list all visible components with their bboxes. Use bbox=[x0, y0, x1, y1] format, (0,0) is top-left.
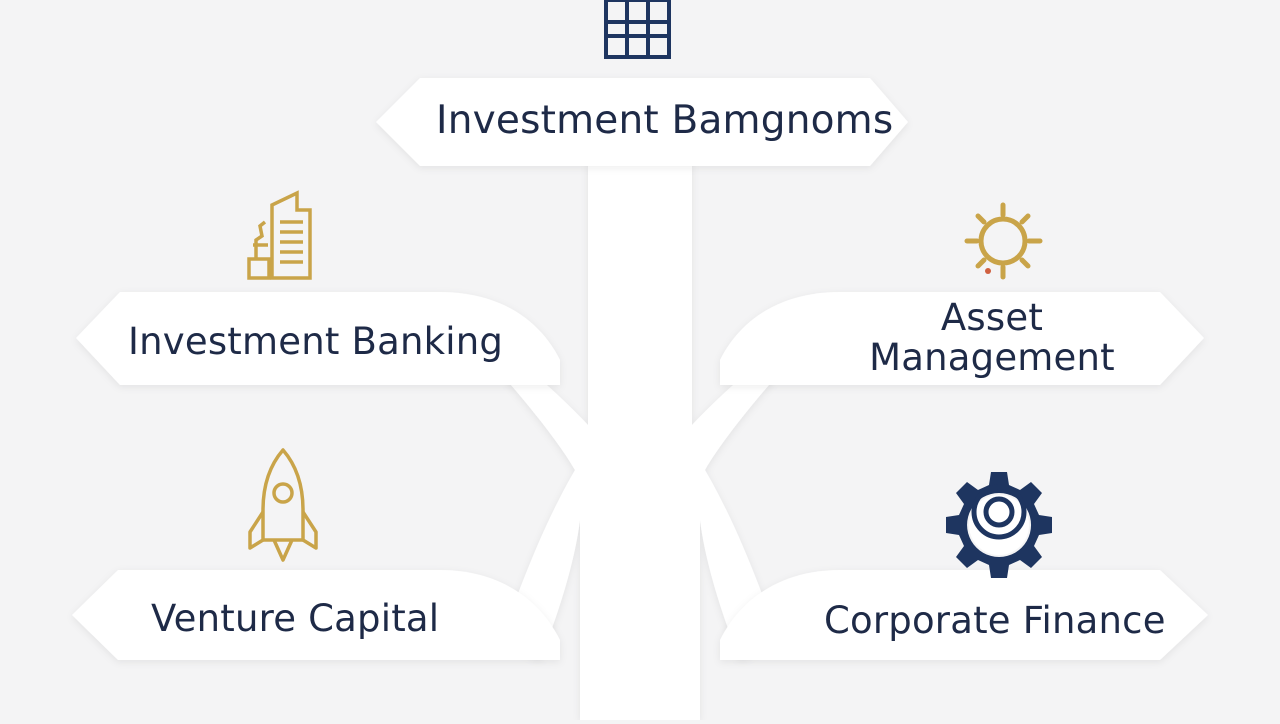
venture-capital-panel bbox=[72, 570, 560, 660]
sun-gear-accent-dot bbox=[985, 268, 991, 274]
corporate-finance-panel bbox=[720, 570, 1208, 660]
tree-connectors bbox=[460, 160, 820, 720]
gear-icon bbox=[946, 472, 1052, 578]
asset-management-label: Asset Management bbox=[869, 296, 1115, 379]
building-grid-icon bbox=[604, 0, 671, 59]
root-node-panel bbox=[376, 78, 908, 166]
sun-gear-icon bbox=[964, 202, 1043, 280]
rocket-icon bbox=[248, 448, 318, 562]
asset-management-panel bbox=[720, 292, 1204, 385]
investment-banking-label: Investment Banking bbox=[128, 320, 504, 363]
venture-capital-label: Venture Capital bbox=[151, 597, 440, 640]
node-panels bbox=[72, 78, 1208, 660]
corporate-finance-label: Corporate Finance bbox=[824, 599, 1166, 642]
root-node-label: Investment Bamgnoms bbox=[436, 98, 894, 143]
investment-banking-panel bbox=[76, 292, 560, 385]
trunk bbox=[460, 160, 820, 720]
office-tower-icon bbox=[247, 190, 312, 280]
